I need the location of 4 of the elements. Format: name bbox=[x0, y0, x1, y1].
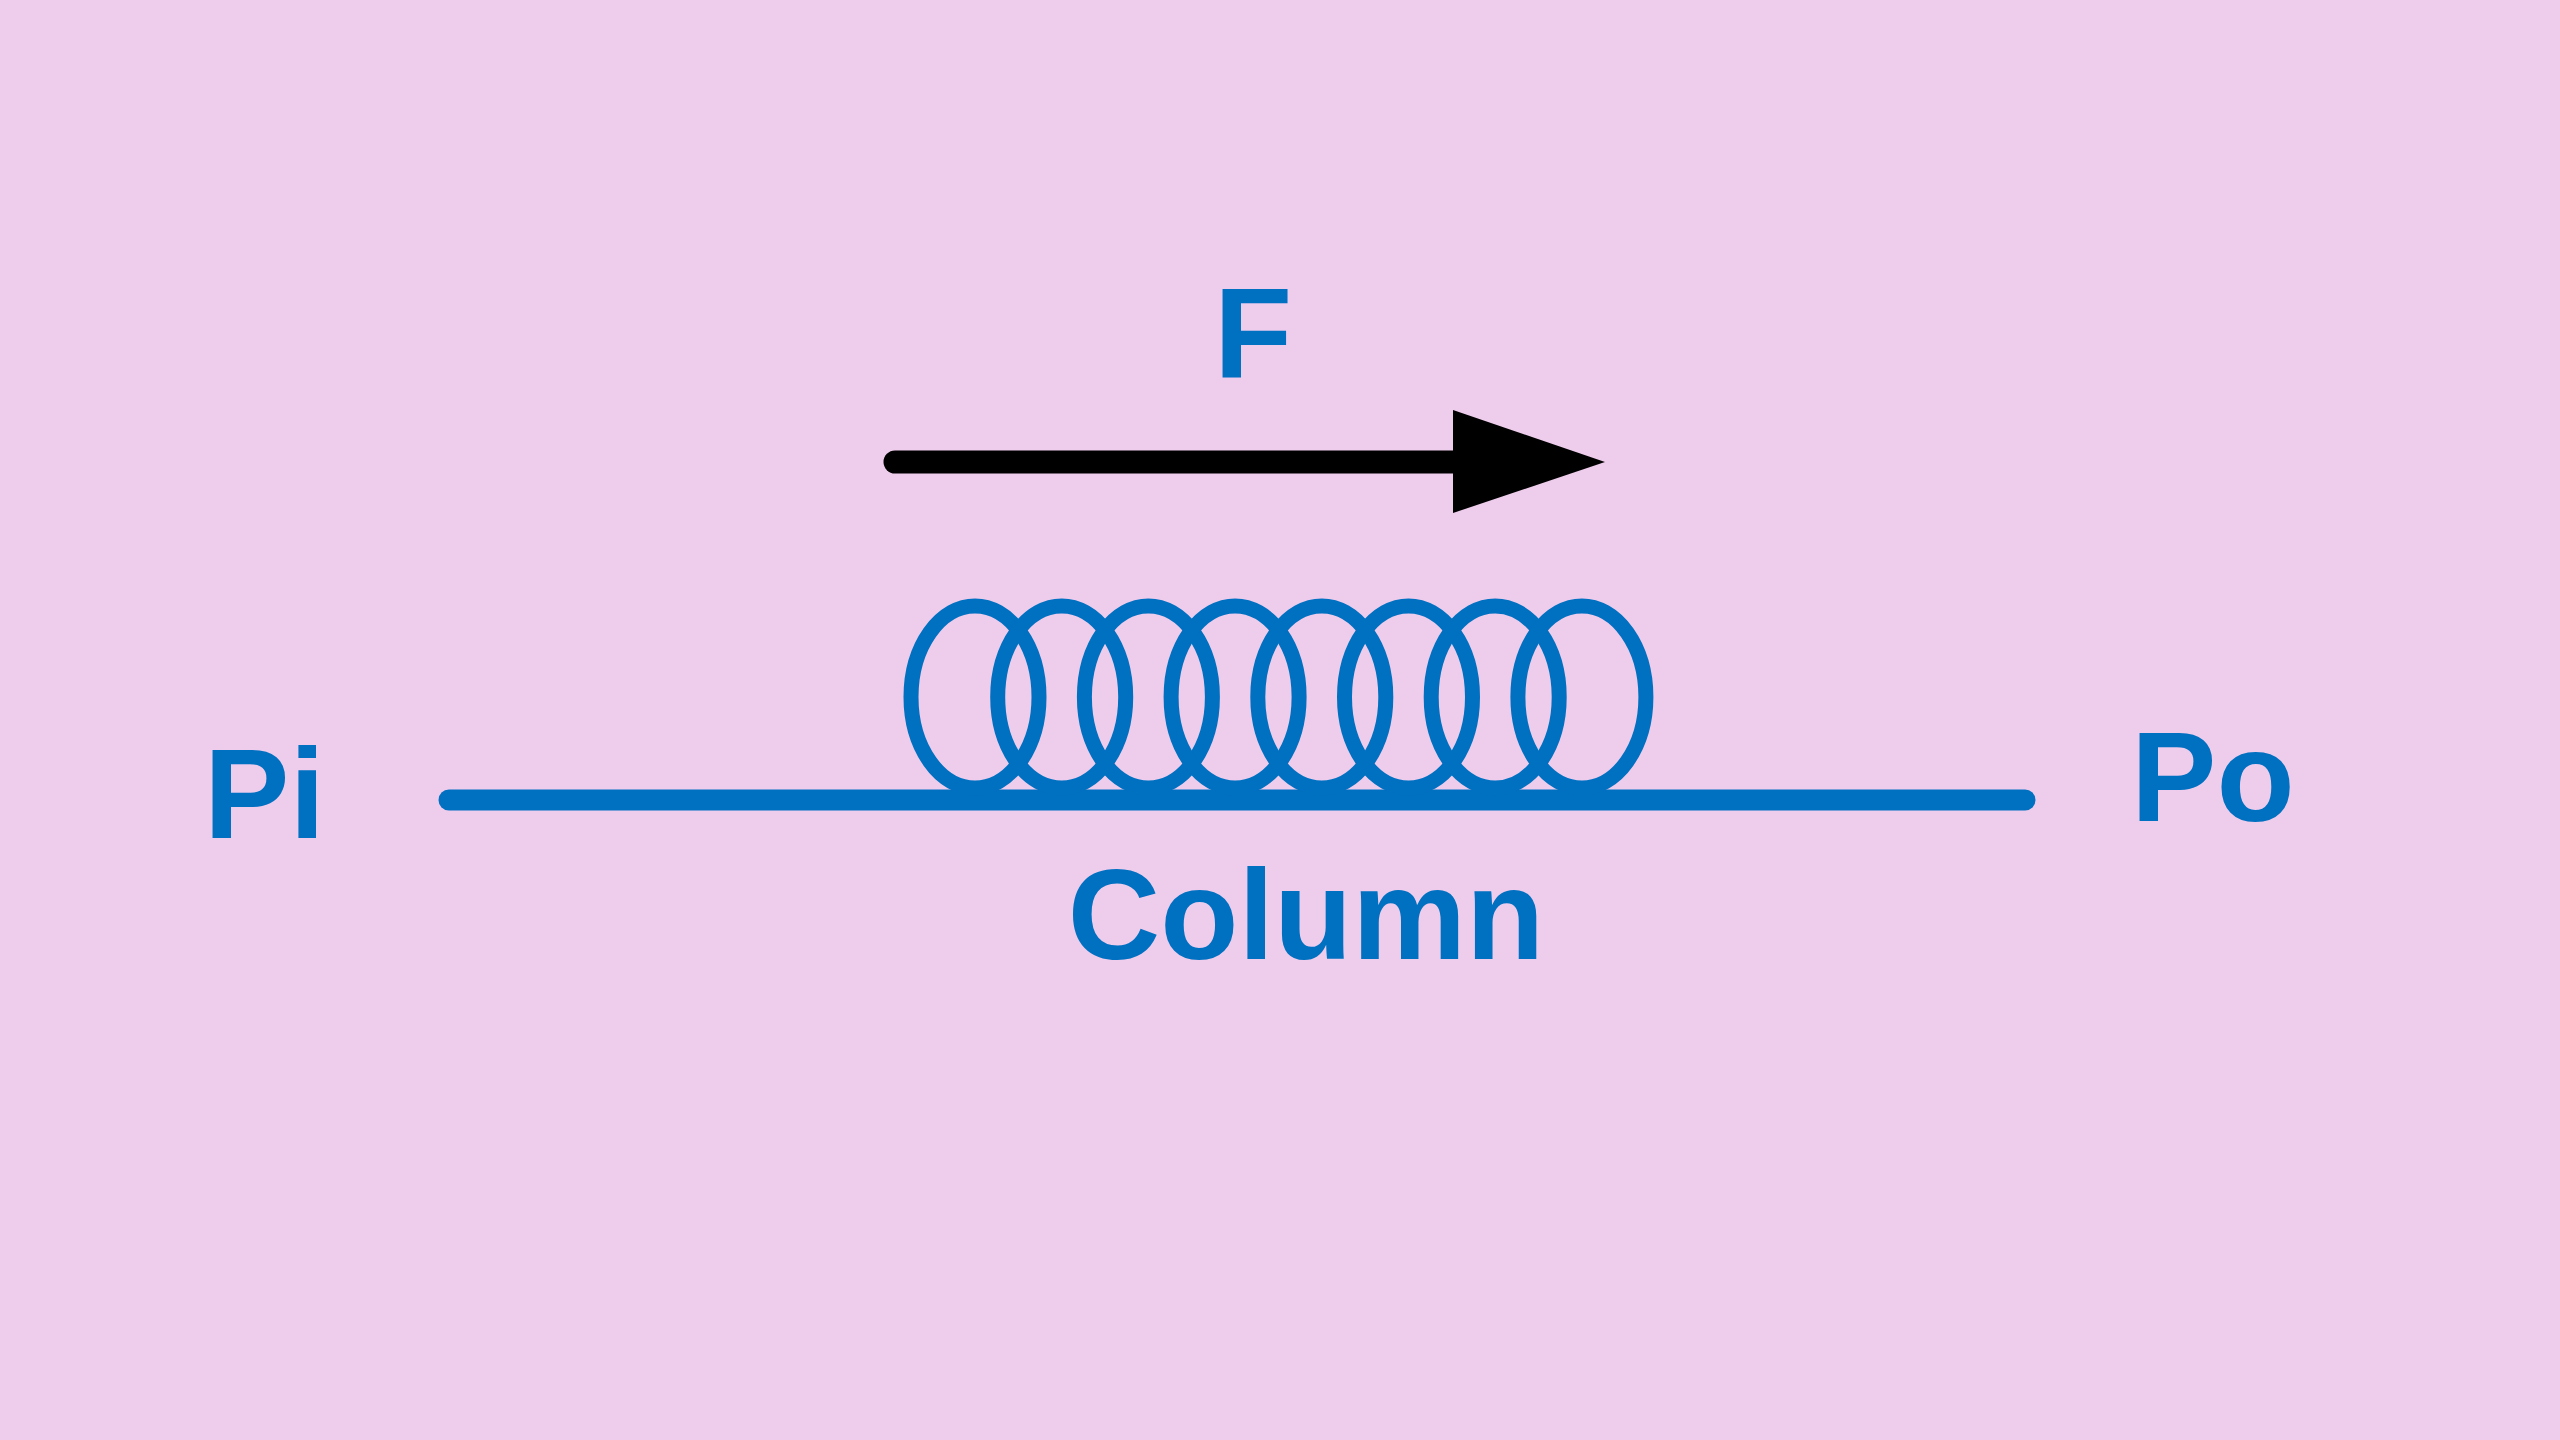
pressure-symbol-label: Pi bbox=[204, 730, 325, 858]
force-symbol-label: F bbox=[1213, 269, 1293, 397]
column-label: Column bbox=[1067, 851, 1545, 979]
pressure-symbol-label: Po bbox=[2131, 713, 2295, 841]
